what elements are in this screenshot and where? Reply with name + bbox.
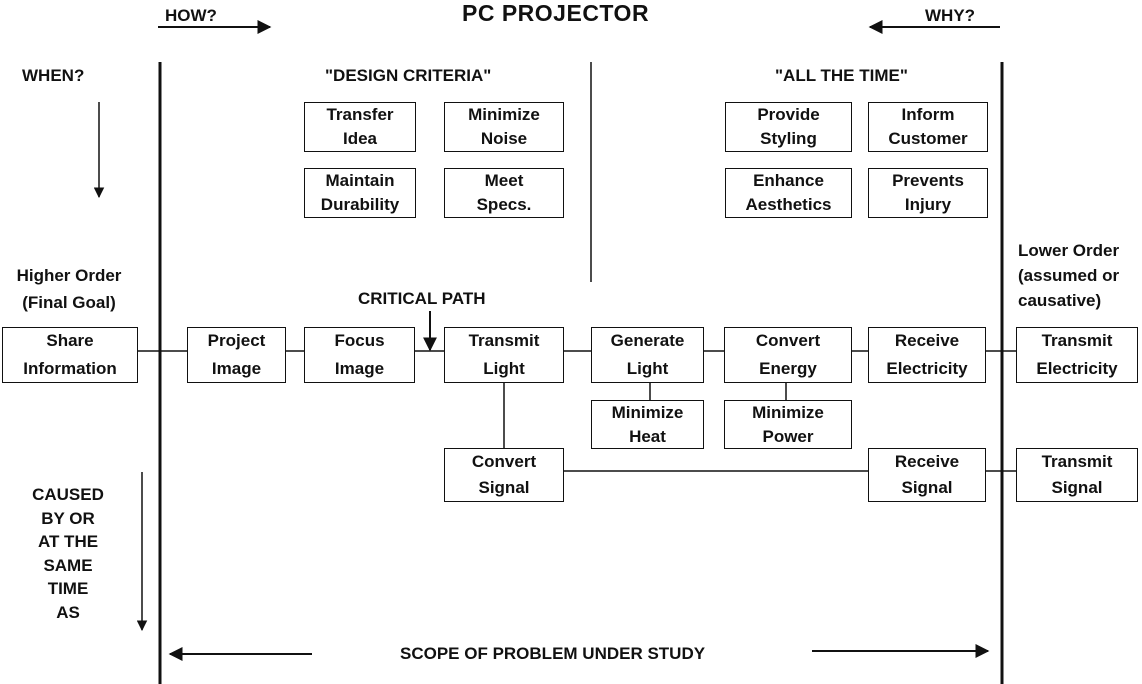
scope-label: SCOPE OF PROBLEM UNDER STUDY [400,644,706,663]
lower-order-line1: Lower Order [1018,241,1120,260]
caused-by-line: BY OR [41,508,95,528]
lower-order-line2: (assumed or [1018,266,1120,285]
critical-path-label: CRITICAL PATH [358,289,486,308]
higher-order-label: Higher Order (Final Goal) [5,262,133,316]
design-criteria-label: "DESIGN CRITERIA" [325,66,492,85]
caused-by-line: AS [56,602,80,622]
all-the-time-label: "ALL THE TIME" [775,66,908,85]
when-label: WHEN? [22,66,85,85]
caused-by-line: CAUSED [32,485,104,504]
caused-by-label: CAUSED BY OR AT THE SAME TIME AS [18,483,118,624]
caused-by-line: TIME [47,579,89,598]
lower-order-label: Lower Order (assumed or causative) [1018,238,1119,313]
how-label: HOW? [165,6,217,25]
page-title: PC PROJECTOR [462,0,650,26]
why-label: WHY? [925,6,976,25]
caused-by-line: SAME [43,555,93,575]
higher-order-line2: (Final Goal) [22,293,116,312]
higher-order-line1: Higher Order [16,266,122,285]
lower-order-line3: causative) [1018,291,1102,310]
caused-by-line: AT THE [37,532,99,551]
